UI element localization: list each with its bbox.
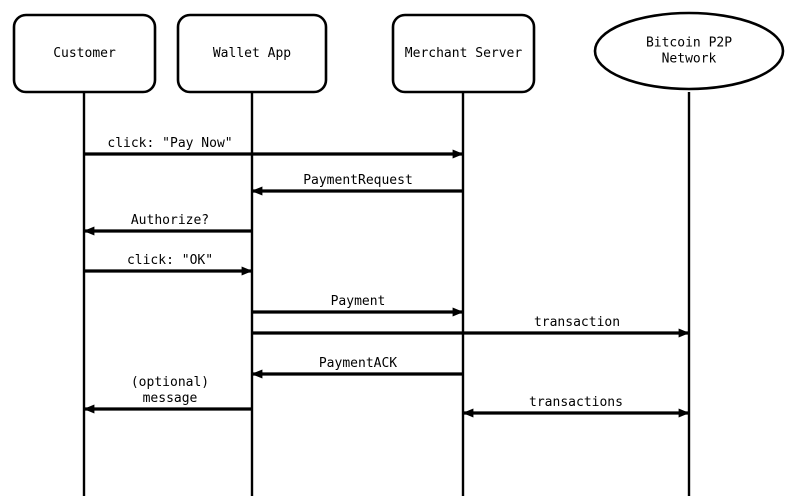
msg-click-ok-label: click: "OK": [127, 253, 213, 268]
msg-optional-message-label: (optional): [131, 375, 209, 390]
participant-box-bitcoin-p2p-network[interactable]: [593, 11, 785, 91]
participant-label-wallet-app: Wallet App: [213, 46, 291, 61]
msg-transaction-label: transaction: [534, 315, 620, 330]
lifelines-group: [82, 92, 691, 496]
participants-group: Customer Wallet App Merchant Server Bitcoin…: [12, 11, 785, 94]
participant-box-wallet-app[interactable]: [176, 13, 328, 94]
participant-label-customer: Customer: [53, 46, 116, 61]
participant-box-customer[interactable]: [12, 13, 157, 94]
msg-optional-message-label: message: [143, 391, 198, 406]
msg-payment-request-label: PaymentRequest: [303, 173, 413, 188]
participant-label-merchant-server: Merchant Server: [405, 46, 523, 61]
msg-click-pay-now-label: click: "Pay Now": [107, 136, 232, 151]
msg-authorize-label: Authorize?: [131, 213, 209, 228]
messages-group: click: "Pay Now" PaymentRequestAuthorize?…: [83, 136, 690, 418]
participant-label-bitcoin-p2p-network: Bitcoin P2P: [646, 36, 732, 51]
msg-payment-ack-label: PaymentACK: [319, 356, 397, 371]
participant-box-merchant-server[interactable]: [391, 13, 536, 94]
participant-label-bitcoin-p2p-network: Network: [662, 52, 717, 67]
msg-payment-label: Payment: [331, 294, 386, 309]
msg-transactions-label: transactions: [529, 395, 623, 410]
